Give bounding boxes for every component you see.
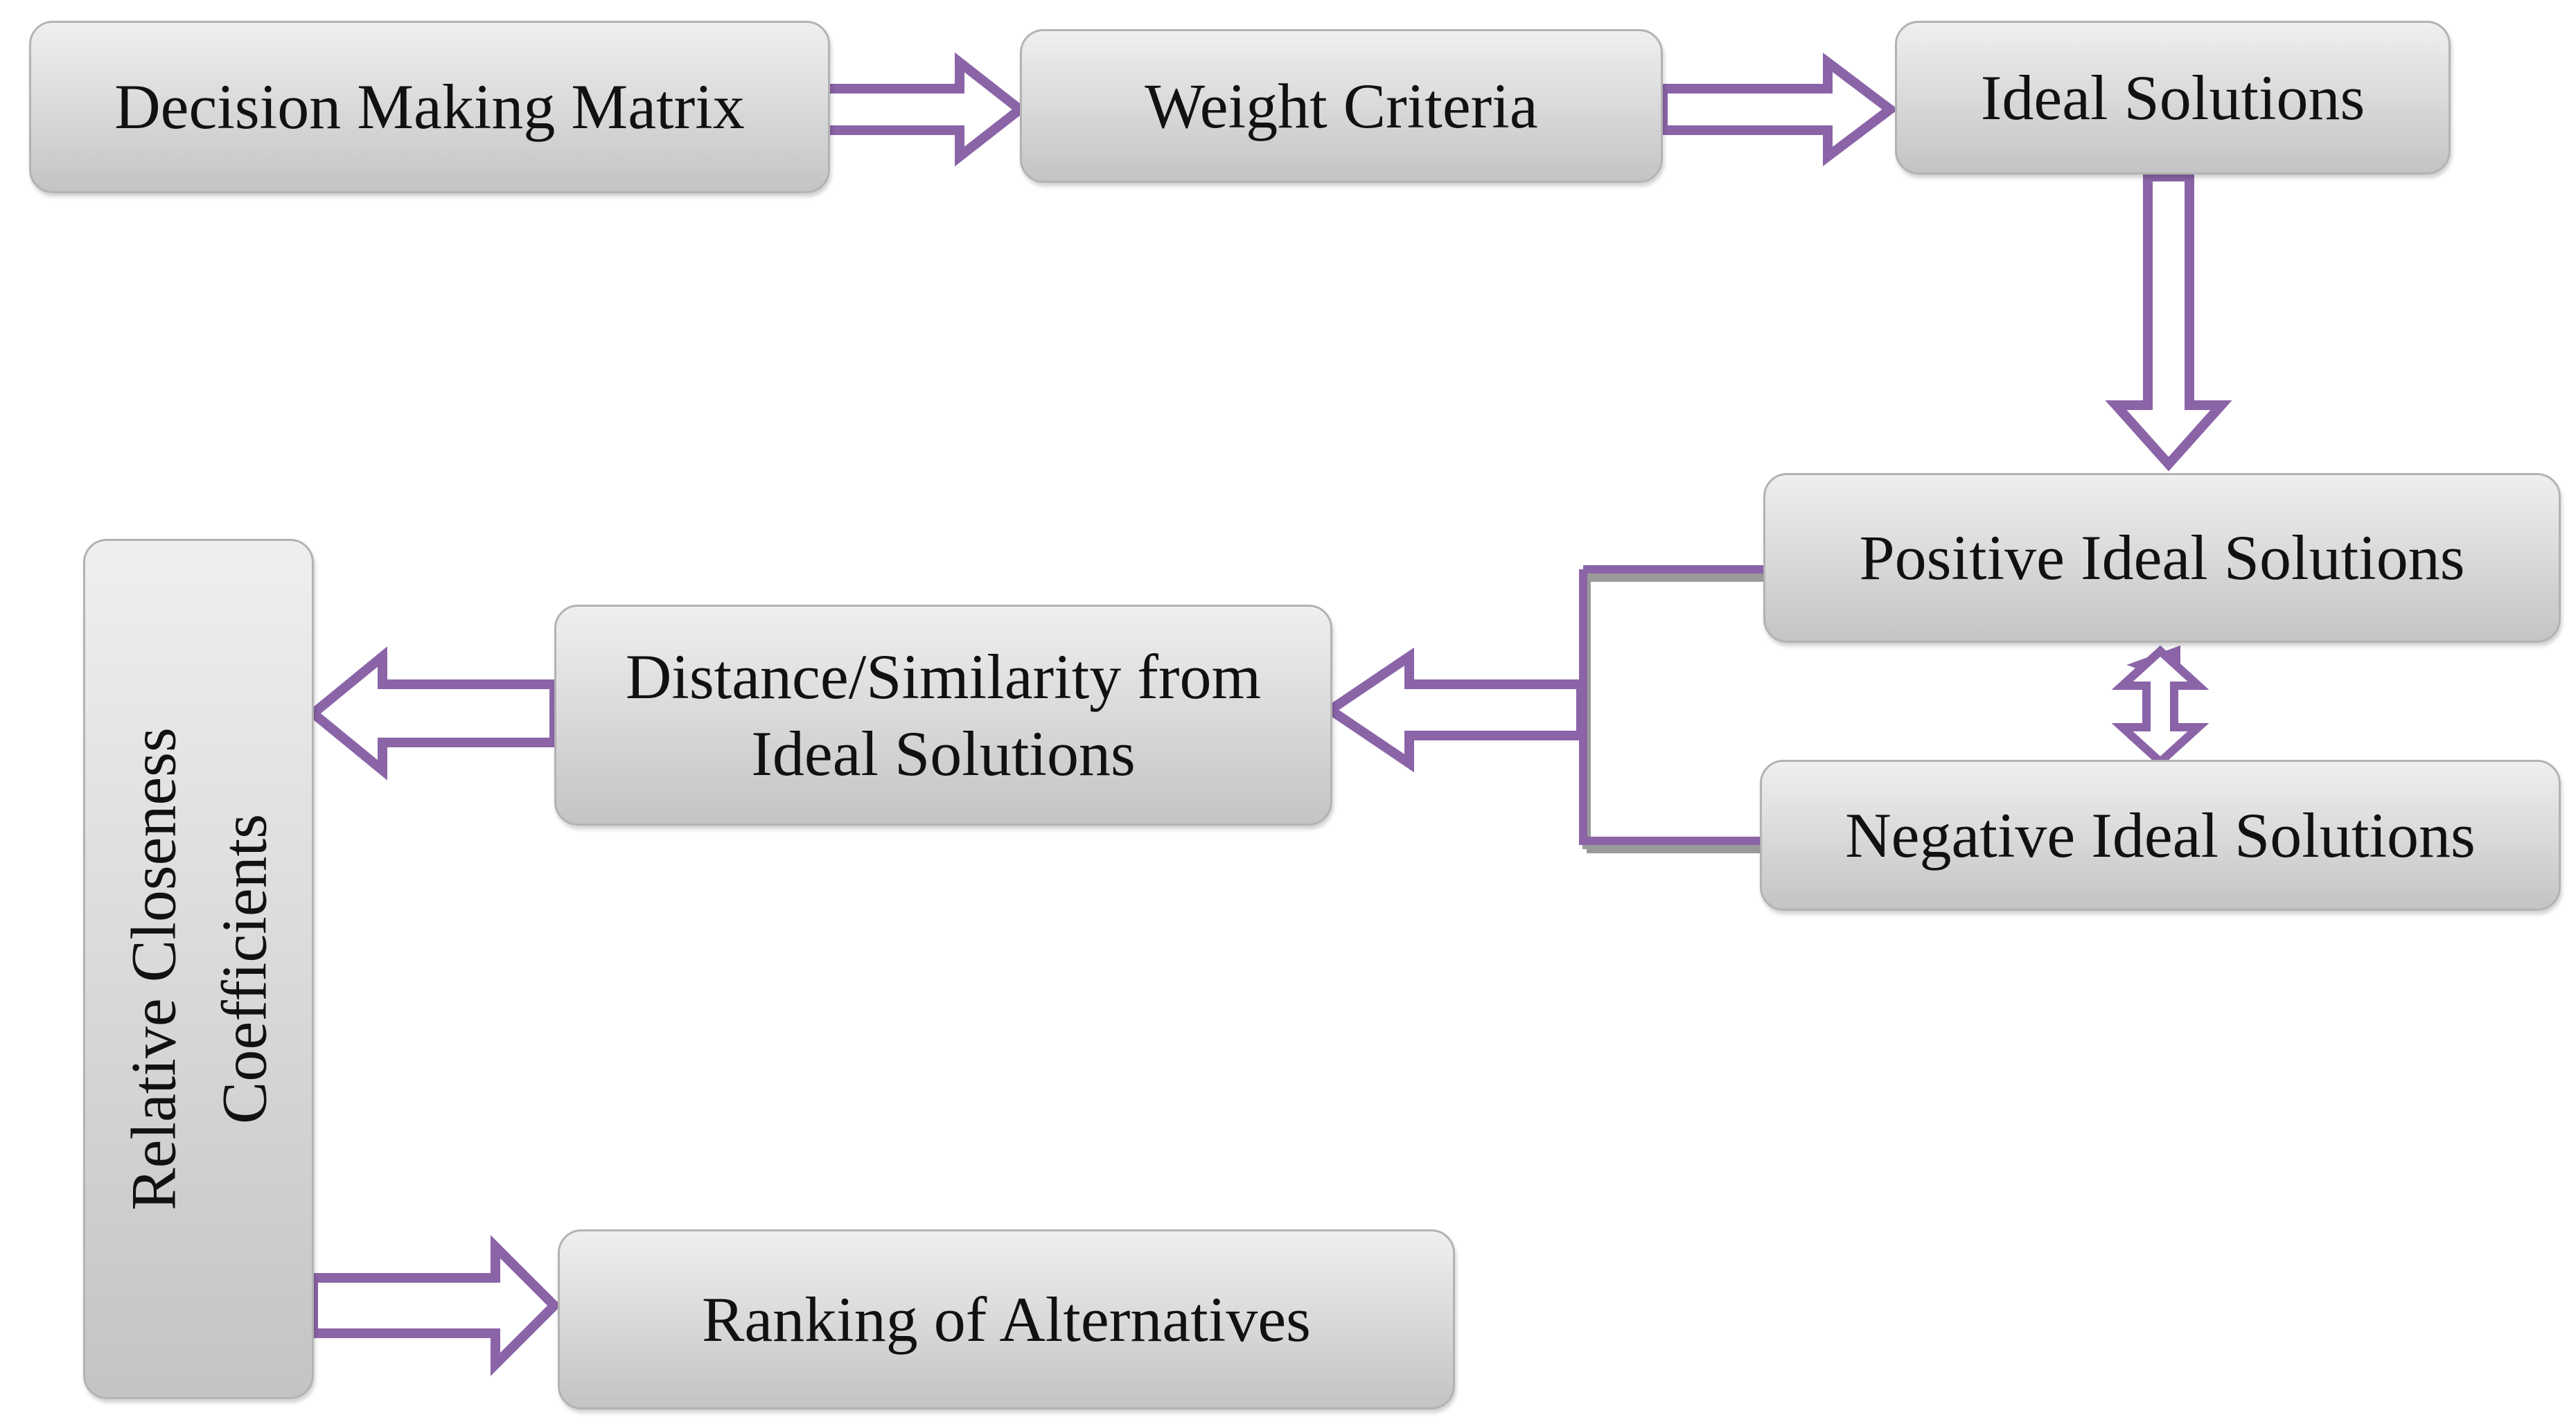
distance-similarity-box: Distance/Similarity from Ideal Solutions [554,605,1332,826]
ranking-of-alternatives-box: Ranking of Alternatives [558,1229,1455,1409]
weight-criteria-box: Weight Criteria [1020,29,1663,183]
positive-negative-double-arrow [2111,645,2209,768]
arrow-decision-to-weight [820,52,1028,167]
arrow-ideal-to-positive [2105,172,2232,472]
distance-similarity-label-line1: Distance/Similarity from [625,641,1262,713]
relative-closeness-label-line1: Relative Closeness [117,727,188,1211]
arrow-distance-to-relative [305,646,559,781]
positive-ideal-solutions-box: Positive Ideal Solutions [1763,473,2561,643]
arrow-weight-to-ideal [1658,52,1898,167]
decision-making-matrix-box: Decision Making Matrix [29,21,830,193]
arrow-relative-to-ranking [308,1235,561,1376]
distance-similarity-label-line2: Ideal Solutions [751,718,1136,789]
negative-ideal-solutions-label: Negative Ideal Solutions [1845,799,2476,871]
relative-closeness-coefficients-box: Relative Closeness Coefficients [83,539,314,1399]
weight-criteria-label: Weight Criteria [1145,70,1538,141]
ranking-of-alternatives-label: Ranking of Alternatives [702,1283,1311,1355]
ideal-solutions-label: Ideal Solutions [1980,62,2365,133]
relative-closeness-label: Relative Closeness Coefficients [108,519,289,1419]
negative-ideal-solutions-box: Negative Ideal Solutions [1760,760,2561,911]
relative-closeness-label-line2: Coefficients [208,814,279,1124]
decision-making-matrix-label: Decision Making Matrix [114,71,745,143]
arrow-bracket-to-distance [1321,647,1586,773]
positive-ideal-solutions-label: Positive Ideal Solutions [1859,522,2465,594]
bracket-connector [1579,565,1767,853]
ideal-solutions-box: Ideal Solutions [1895,21,2451,175]
